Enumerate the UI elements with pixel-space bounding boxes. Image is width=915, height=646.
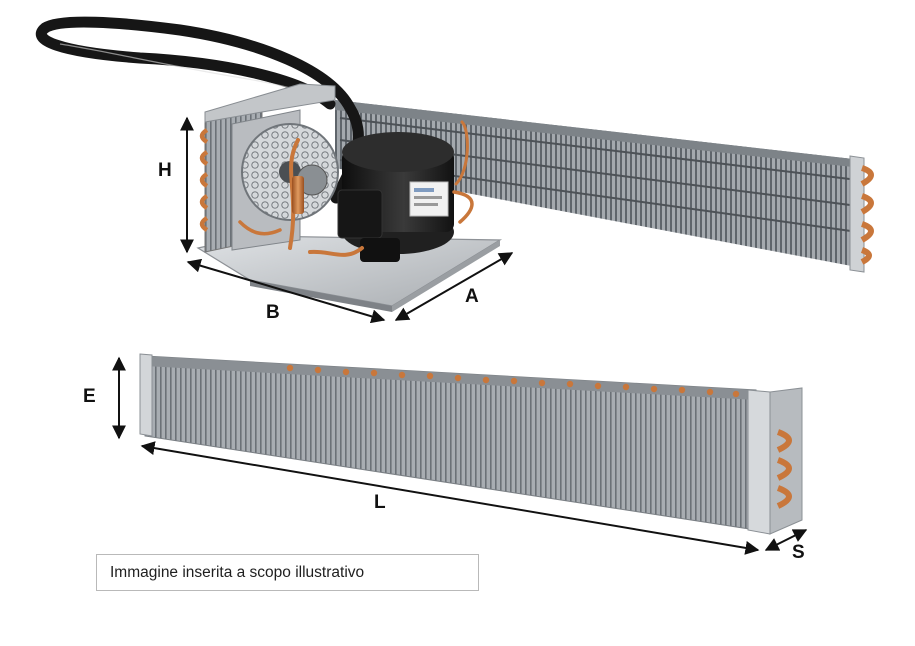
- dimension-label-e: E: [83, 386, 96, 407]
- evaporator-copper-bends: [776, 429, 792, 509]
- evaporator-end-plate-left: [139, 353, 153, 437]
- finned-evaporator-photo: E L S: [83, 353, 808, 563]
- dimension-label-b: B: [266, 302, 280, 323]
- compressor: [337, 132, 454, 262]
- dimension-arrow-a: [394, 252, 514, 321]
- dimension-label-a: A: [465, 286, 479, 307]
- caption-text: Immagine inserita a scopo illustrativo: [110, 563, 365, 581]
- copper-tubing: [238, 120, 474, 257]
- dimension-arrow-l: [140, 441, 760, 555]
- upper-coil-copper-bends: [860, 165, 874, 265]
- evaporator-copper-tube-ends: [286, 364, 740, 398]
- evaporator-end-plate-right: [747, 389, 771, 535]
- insulated-pipe: [36, 16, 364, 204]
- dimension-label-s: S: [792, 542, 805, 563]
- dimension-arrow-b: [186, 258, 386, 324]
- condenser-copper-bends: [199, 128, 209, 232]
- dimension-label-l: L: [374, 492, 386, 513]
- dimension-arrow-s: [764, 529, 808, 551]
- dimension-label-h: H: [158, 160, 172, 181]
- condensing-unit-photo: H B A: [36, 16, 874, 324]
- caption-box: Immagine inserita a scopo illustrativo: [96, 554, 479, 591]
